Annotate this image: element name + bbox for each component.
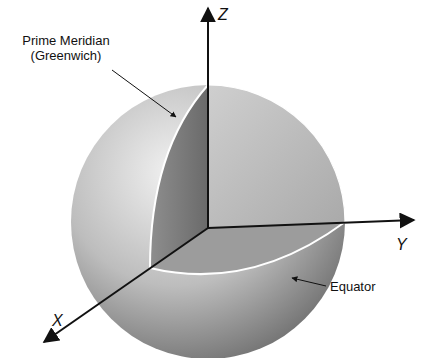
callout-label: Prime Meridian (Greenwich) <box>14 34 118 64</box>
axis-label: Y <box>396 236 407 254</box>
callout-label: Equator <box>330 280 376 295</box>
prime-meridian-line <box>150 85 208 268</box>
axis-label: X <box>52 312 63 330</box>
cut-face-yz <box>208 85 345 228</box>
y-axis <box>208 220 414 228</box>
z-axis <box>207 8 209 228</box>
cut-edge <box>208 85 345 222</box>
leader-line <box>112 70 176 117</box>
leader-line <box>292 278 326 286</box>
axis-label: Z <box>218 6 228 24</box>
x-axis <box>44 228 208 342</box>
cut-face-xz <box>150 85 208 268</box>
